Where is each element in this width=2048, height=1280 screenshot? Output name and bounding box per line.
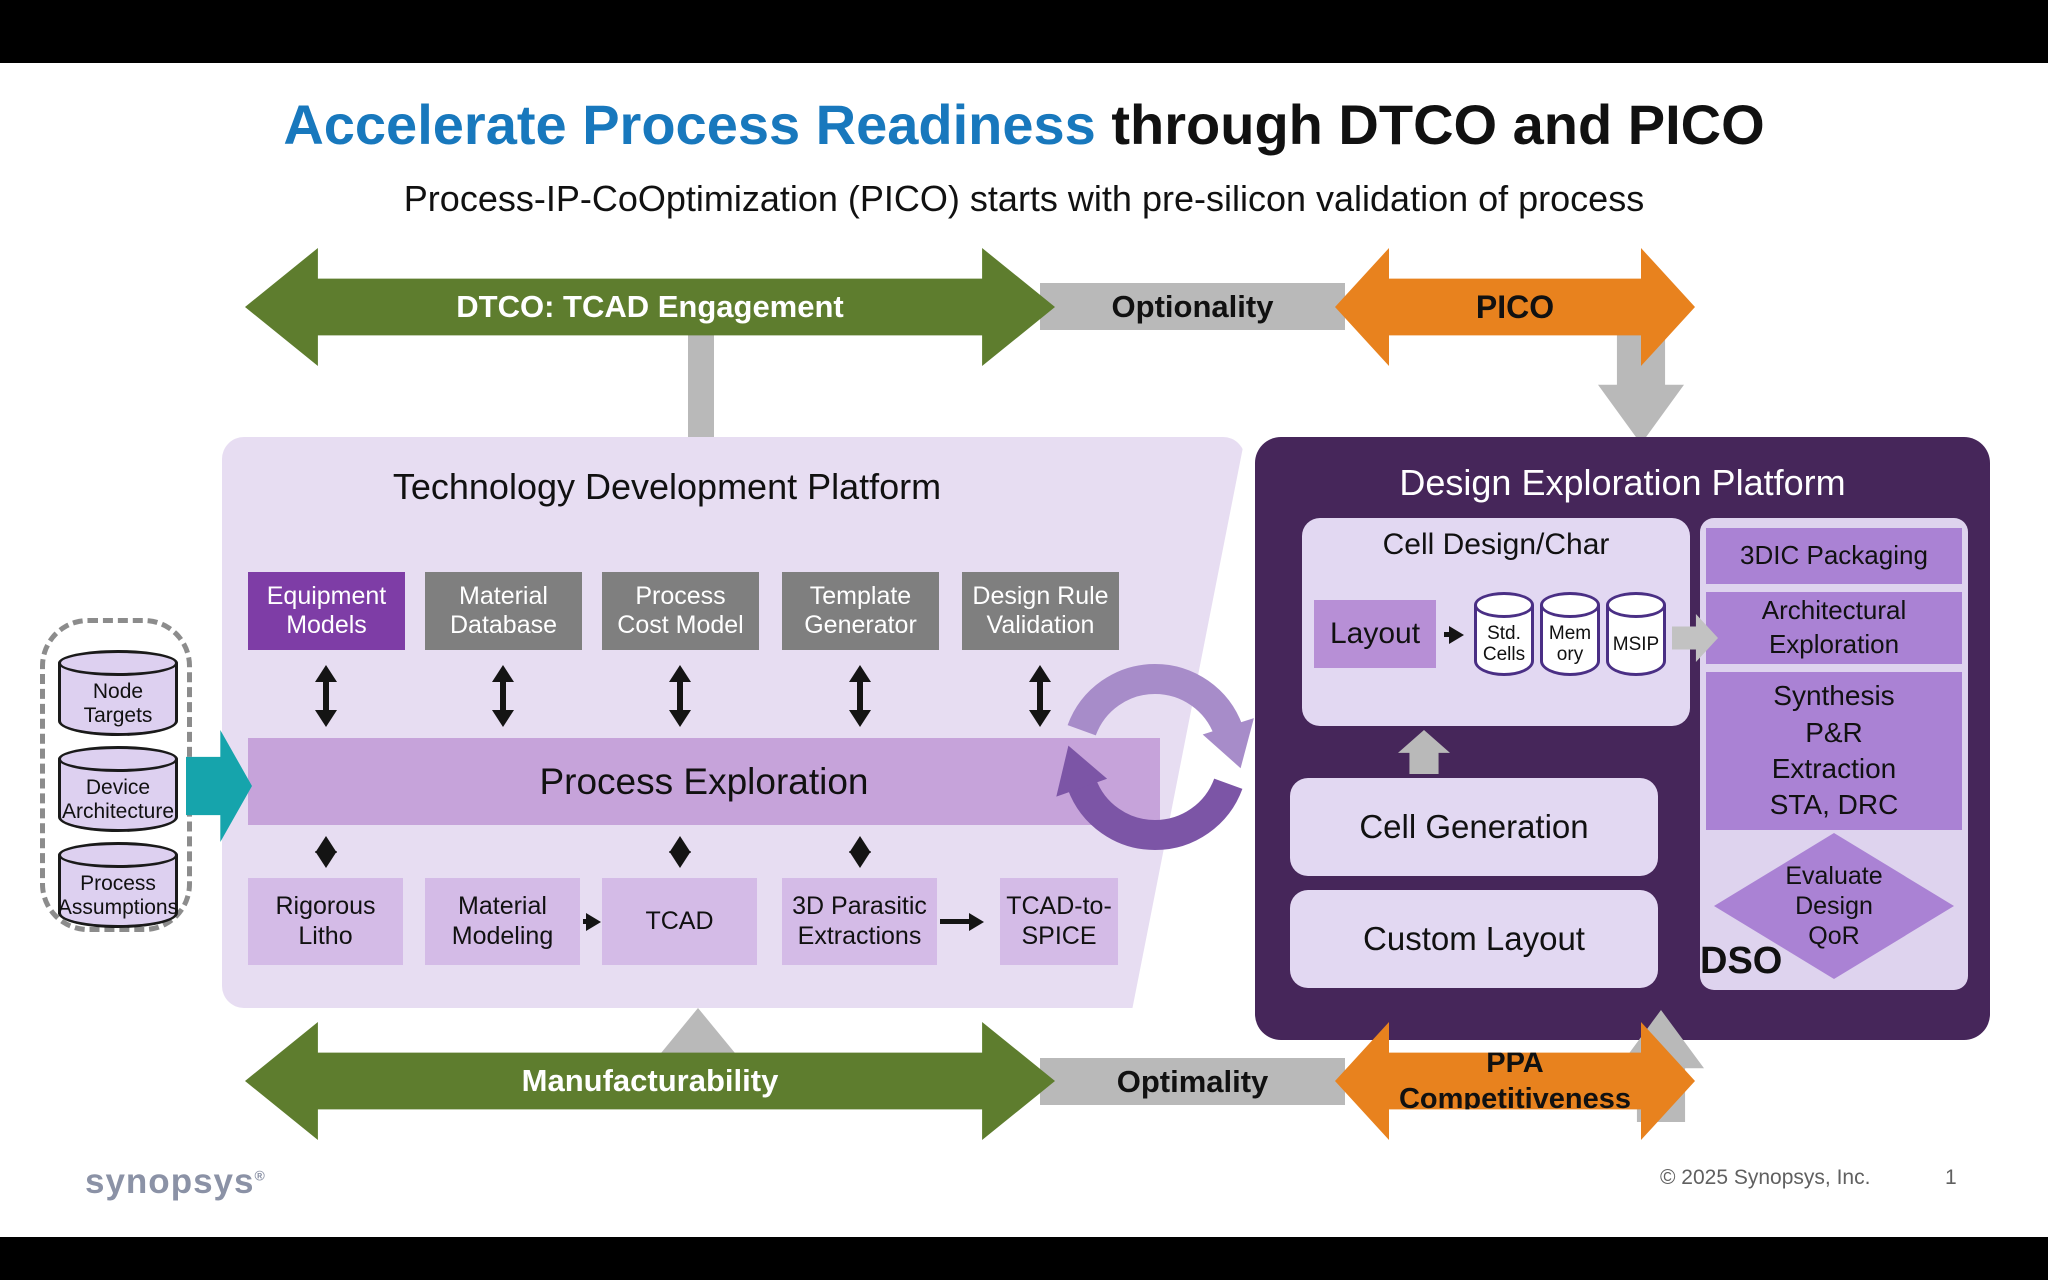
dso-label: DSO — [1700, 940, 1783, 982]
synopsys-logo: synopsys® — [85, 1162, 266, 1202]
design-platform-title: Design Exploration Platform — [1399, 462, 1846, 503]
cylinder-msip: MSIP — [1606, 592, 1666, 676]
box-material-database: Material Database — [425, 572, 582, 650]
copyright-text: © 2025 Synopsys, Inc. — [1660, 1166, 1871, 1189]
slide-subtitle: Process-IP-CoOptimization (PICO) starts … — [403, 178, 1645, 219]
optionality-band: Optionality — [1040, 283, 1345, 330]
box-3dic-packaging: 3DIC Packaging — [1706, 528, 1962, 584]
manufacturability-label: Manufacturability — [521, 1063, 779, 1098]
input-cylinder-label: Node Targets — [83, 679, 153, 727]
input-cylinder-label: Process Assumptions — [57, 871, 179, 919]
double-arrow-vertical — [323, 843, 329, 861]
box-architectural-exploration: Architectural Exploration — [1706, 592, 1962, 664]
co-optimization-cycle-icon — [1056, 663, 1254, 851]
box-rigorous-litho: Rigorous Litho — [248, 878, 403, 965]
cell-generation-box: Cell Generation — [1290, 778, 1658, 876]
cylinder-top — [1474, 592, 1534, 618]
page-number: 1 — [1945, 1166, 1957, 1189]
input-cylinder-device-architecture: Device Architecture — [58, 746, 178, 832]
double-arrow-vertical — [323, 672, 329, 720]
double-arrow-vertical — [677, 843, 683, 861]
logo-text: synopsys — [85, 1162, 255, 1201]
optimality-label: Optimality — [1116, 1063, 1269, 1099]
double-arrow-vertical — [857, 843, 863, 861]
double-arrow-vertical — [677, 672, 683, 720]
cylinder-top — [58, 842, 178, 868]
cylinder-top — [58, 746, 178, 772]
cylinder-memory: Memory — [1540, 592, 1600, 676]
cylinder-label: MSIP — [1612, 633, 1660, 655]
cell-design-char-title: Cell Design/Char — [1382, 528, 1610, 561]
gray-connector-top — [688, 332, 714, 442]
process-exploration-band: Process Exploration — [248, 738, 1160, 825]
slide-title-rest: through DTCO and PICO — [1095, 93, 1765, 156]
slide-title: Accelerate Process Readiness through DTC… — [0, 92, 2048, 157]
optionality-label: Optionality — [1111, 288, 1274, 324]
tech-platform-title: Technology Development Platform — [392, 466, 942, 507]
box-tcad: TCAD — [602, 878, 757, 965]
letterbox-bottom — [0, 1237, 2048, 1280]
cylinder-top — [1606, 592, 1666, 618]
double-arrow-vertical — [1037, 672, 1043, 720]
box-synthesis-pnr: Synthesis P&R Extraction STA, DRC — [1706, 672, 1962, 830]
input-cylinder-node-targets: Node Targets — [58, 650, 178, 736]
cylinder-top — [58, 650, 178, 676]
slide-title-highlight: Accelerate Process Readiness — [283, 93, 1096, 156]
double-arrow-vertical — [500, 672, 506, 720]
cylinder-std-cells: Std. Cells — [1474, 592, 1534, 676]
box-3d-parasitic-extractions: 3D Parasitic Extractions — [782, 878, 937, 965]
input-cylinder-process-assumptions: Process Assumptions — [58, 842, 178, 928]
custom-layout-box: Custom Layout — [1290, 890, 1658, 988]
pico-label: PICO — [1475, 289, 1555, 325]
input-cylinder-label: Device Architecture — [61, 775, 175, 823]
double-arrow-vertical — [857, 672, 863, 720]
dtco-label: DTCO: TCAD Engagement — [456, 289, 844, 324]
box-tcad-to-spice: TCAD-to- SPICE — [1000, 878, 1118, 965]
arrow-right — [1444, 632, 1458, 637]
box-process-cost-model: Process Cost Model — [602, 572, 759, 650]
box-design-rule-validation: Design Rule Validation — [962, 572, 1119, 650]
layout-box: Layout — [1314, 600, 1436, 668]
arrow-right — [583, 919, 595, 924]
cylinder-label: Std. Cells — [1482, 623, 1526, 665]
registered-mark: ® — [254, 1167, 266, 1184]
cylinder-body — [1606, 605, 1666, 676]
optimality-band: Optimality — [1040, 1058, 1345, 1105]
arrow-right — [940, 919, 978, 924]
box-equipment-models: Equipment Models — [248, 572, 405, 650]
box-material-modeling: Material Modeling — [425, 878, 580, 965]
box-template-generator: Template Generator — [782, 572, 939, 650]
pico-arrow: PICO — [1335, 248, 1695, 366]
dtco-arrow: DTCO: TCAD Engagement — [245, 248, 1055, 366]
manufacturability-arrow: Manufacturability — [245, 1022, 1055, 1140]
cylinder-top — [1540, 592, 1600, 618]
letterbox-top — [0, 0, 2048, 63]
cylinder-label: Memory — [1548, 623, 1592, 665]
